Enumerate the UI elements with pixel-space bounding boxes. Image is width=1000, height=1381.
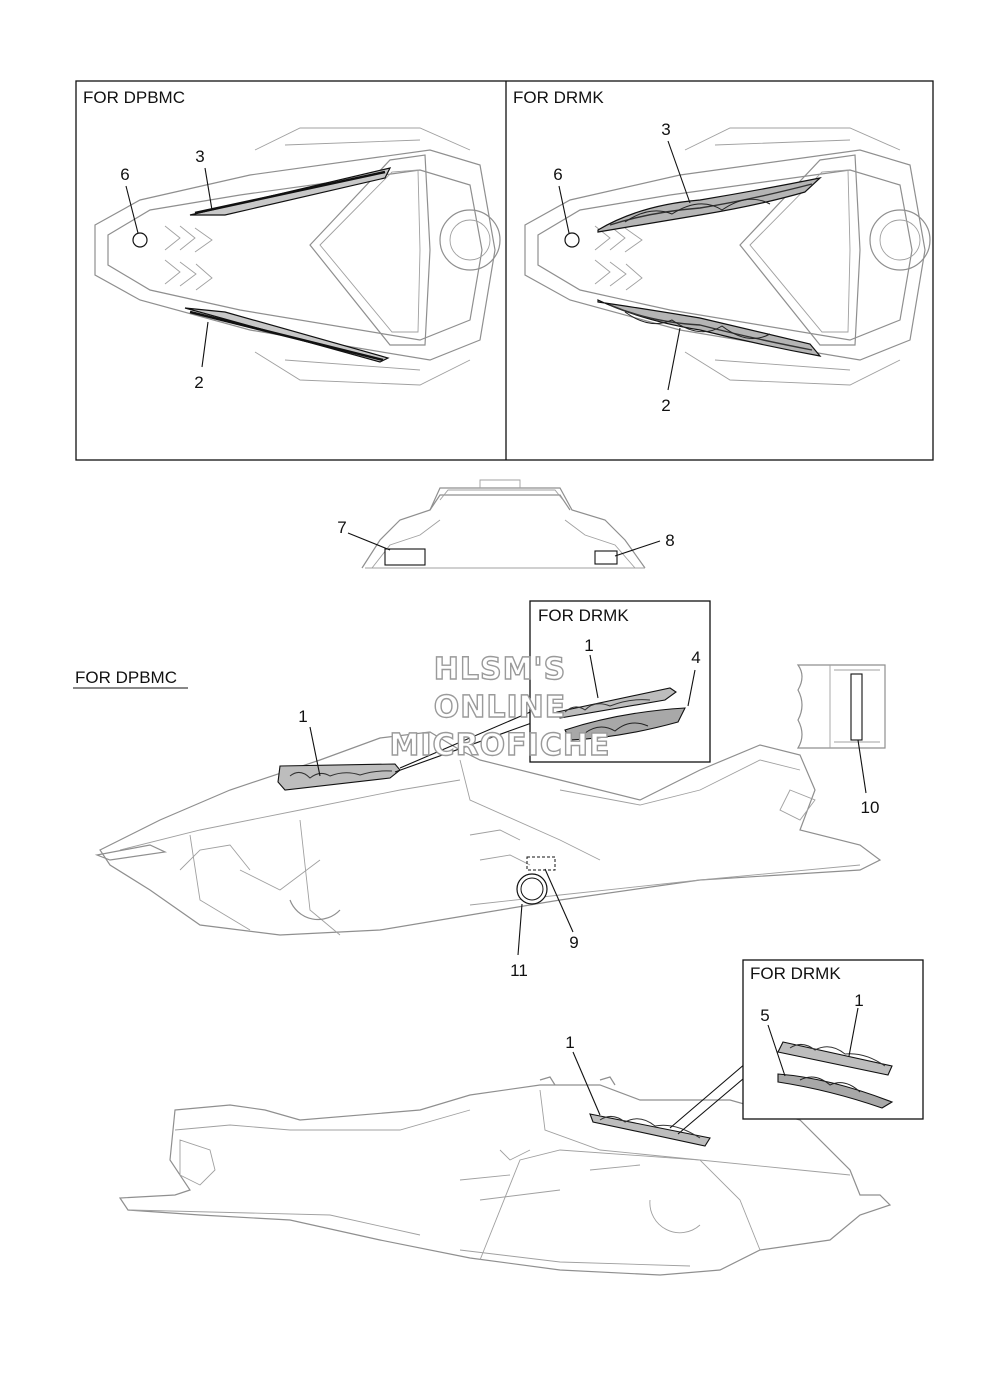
callout-5: 5 <box>760 1006 769 1025</box>
callout-10: 10 <box>861 798 880 817</box>
rear-view: 7 8 <box>337 479 675 569</box>
decal-1-bottom-inset <box>777 1041 893 1076</box>
panel-label-mid-main: FOR DPBMC <box>75 668 177 687</box>
decal-10 <box>850 673 863 741</box>
deck-view-dpbmc: 3 6 2 <box>94 127 501 392</box>
callout-6: 6 <box>553 165 562 184</box>
callout-2: 2 <box>661 396 670 415</box>
callout-3: 3 <box>195 147 204 166</box>
callout-6: 6 <box>120 165 129 184</box>
panel-10-view: 10 <box>796 664 886 817</box>
callout-9: 9 <box>569 933 578 952</box>
inset-drmk-bottom: FOR DRMK 5 1 <box>742 959 924 1120</box>
callout-1: 1 <box>584 636 593 655</box>
callout-7: 7 <box>337 518 346 537</box>
decal-1-inset <box>556 687 677 719</box>
callout-11: 11 <box>510 961 528 980</box>
decal-6-drmk <box>564 232 580 248</box>
decal-7 <box>384 548 426 566</box>
callout-1: 1 <box>298 707 307 726</box>
decal-1-side <box>277 763 401 791</box>
decal-4-inset <box>564 707 686 741</box>
svg-text:HLSM'S: HLSM'S <box>434 652 566 687</box>
callout-1: 1 <box>854 991 863 1010</box>
callout-2: 2 <box>194 373 203 392</box>
decal-9 <box>526 856 556 871</box>
panel-label-top-right: FOR DRMK <box>513 88 604 107</box>
panel-label-top-left: FOR DPBMC <box>83 88 185 107</box>
decal-1-bottom <box>589 1113 711 1147</box>
decal-8 <box>594 550 618 565</box>
decal-11-inner <box>520 877 544 901</box>
svg-text:MICROFICHE: MICROFICHE <box>390 728 611 763</box>
callout-8: 8 <box>665 531 674 550</box>
watermark: HLSM'S ONLINE MICROFICHE <box>389 651 611 763</box>
watercraft-side-view-bottom: 1 <box>118 1033 892 1276</box>
inset-drmk-middle: FOR DRMK 1 4 <box>529 600 711 763</box>
callout-4: 4 <box>691 648 700 667</box>
callout-3: 3 <box>661 120 670 139</box>
panel-label-mid-inset: FOR DRMK <box>538 606 629 625</box>
deck-view-drmk: 3 6 2 <box>524 120 931 415</box>
svg-text:ONLINE: ONLINE <box>434 690 567 725</box>
watercraft-side-view-dpbmc: 1 9 11 <box>94 707 882 980</box>
decal-6-dpbmc <box>132 232 148 248</box>
panel-label-bottom-inset: FOR DRMK <box>750 964 841 983</box>
callout-1: 1 <box>565 1033 574 1052</box>
decal-5-bottom-inset <box>777 1073 894 1109</box>
top-frame <box>75 80 934 461</box>
